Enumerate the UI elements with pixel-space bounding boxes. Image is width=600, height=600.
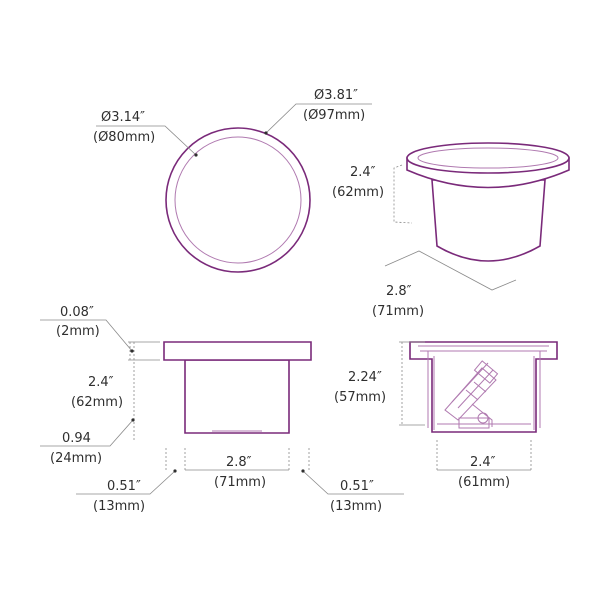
mechanism-arm [444, 367, 497, 421]
section-depth-ext [399, 341, 425, 426]
top-view: Ø3.14″ (Ø80mm) Ø3.81″ (Ø97mm) [93, 88, 372, 273]
leader-dot [194, 153, 198, 157]
side-lower-leader [40, 419, 134, 447]
side-flange-thickness-mm-label: (2mm) [56, 324, 100, 339]
mechanism-arm-detail [451, 362, 494, 409]
section-inner-walls [433, 356, 535, 430]
section-outer-wall [409, 341, 558, 433]
section-inner-cavity [418, 345, 549, 428]
side-right-lip-in-label: 0.51″ [340, 479, 374, 494]
iso-height-dimline [393, 164, 413, 224]
side-right-lip-leader [302, 470, 404, 495]
iso-height-in-label: 2.4″ [350, 165, 376, 180]
leader-dot [264, 131, 268, 135]
inner-diameter-in-label: Ø3.14″ [101, 110, 145, 125]
iso-body [431, 179, 546, 262]
internal-mechanism [444, 360, 499, 429]
section-depth-in-label: 2.24″ [348, 370, 382, 385]
outer-diameter-leader [265, 103, 372, 134]
mechanism-bracket [471, 403, 493, 427]
side-lower-mm-label: (24mm) [50, 451, 102, 466]
iso-width-mm-label: (71mm) [372, 304, 424, 319]
side-width-mm-label: (71mm) [214, 475, 266, 490]
section-view: 2.24″ (57mm) 2.4″ (61mm) [334, 341, 558, 490]
side-lower-in-label: 0.94 [62, 431, 91, 446]
side-right-lip-mm-label: (13mm) [330, 499, 382, 514]
section-width-mm-label: (61mm) [458, 475, 510, 490]
inner-opening-circle [174, 136, 302, 264]
side-flange [163, 341, 312, 361]
mechanism-head [473, 360, 499, 384]
leader-dot [301, 469, 305, 473]
section-width-in-label: 2.4″ [470, 455, 496, 470]
iso-opening [417, 147, 559, 169]
inner-diameter-leader [96, 125, 197, 156]
outer-diameter-mm-label: (Ø97mm) [303, 108, 365, 123]
side-left-lip-mm-label: (13mm) [93, 499, 145, 514]
leader-dot [173, 469, 177, 473]
side-height-mm-label: (62mm) [71, 395, 123, 410]
side-flange-ext [128, 341, 160, 361]
side-left-lip-leader [76, 470, 176, 495]
section-width-ext [436, 440, 532, 470]
side-body [184, 359, 290, 434]
side-thickness-leader [40, 319, 133, 352]
side-view: 0.08″ (2mm) 2.4″ (62mm) 0.94 (24mm) 2.8″… [40, 305, 404, 514]
iso-width-in-label: 2.8″ [386, 284, 412, 299]
iso-height-mm-label: (62mm) [332, 185, 384, 200]
section-depth-mm-label: (57mm) [334, 390, 386, 405]
leader-dot [131, 418, 135, 422]
leader-dot [130, 349, 134, 353]
side-left-lip-in-label: 0.51″ [107, 479, 141, 494]
side-width-in-label: 2.8″ [226, 455, 252, 470]
outer-diameter-in-label: Ø3.81″ [314, 88, 358, 103]
side-flange-thickness-in-label: 0.08″ [60, 305, 94, 320]
iso-width-dimline [384, 250, 517, 291]
iso-flange-top [406, 142, 570, 174]
side-height-in-label: 2.4″ [88, 375, 114, 390]
outer-rim-circle [165, 127, 311, 273]
inner-diameter-mm-label: (Ø80mm) [93, 130, 155, 145]
mechanism-base [458, 417, 490, 429]
iso-view: 2.4″ (62mm) 2.8″ (71mm) [332, 142, 570, 319]
